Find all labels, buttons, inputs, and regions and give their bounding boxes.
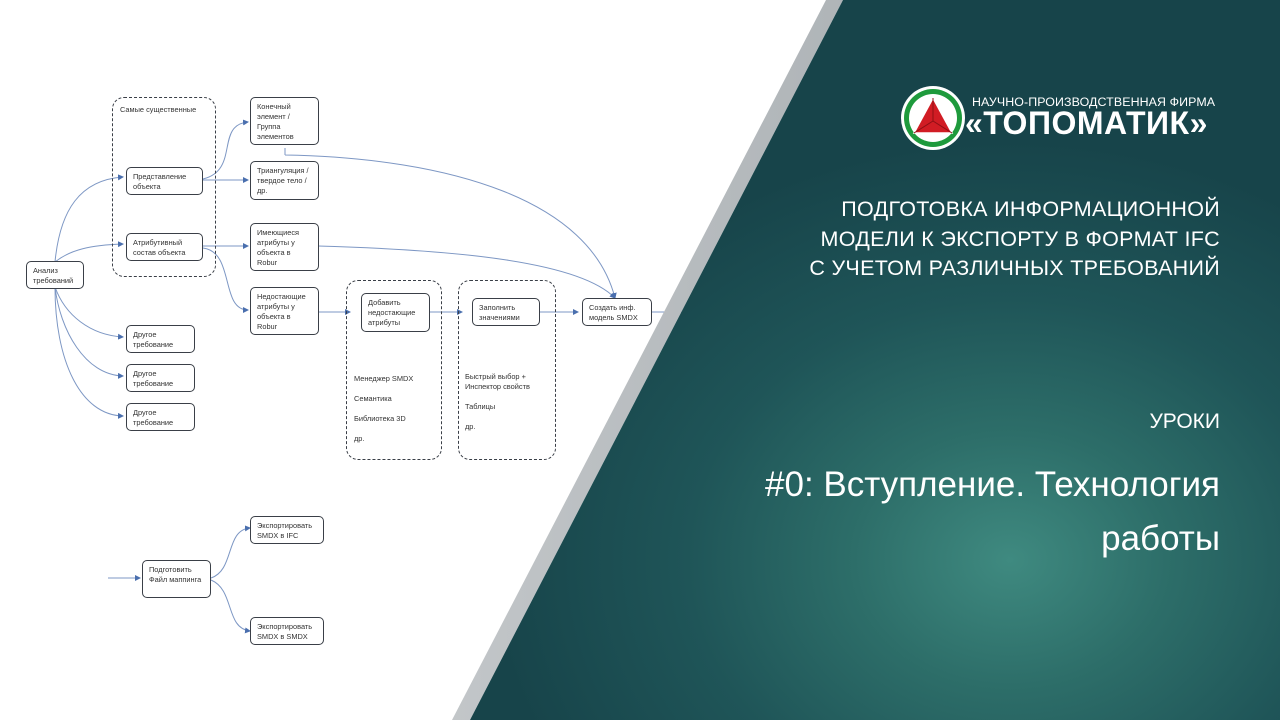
add-tools-group [346,280,442,460]
brand-name: «ТОПОМАТИК» [965,105,1208,141]
node-final-element: Конечный элемент / Группа элементов [250,97,319,145]
node-analysis: Анализ требований [26,261,84,289]
node-other-requirement-2: Другое требование [126,364,195,392]
node-fill-values: Заполнить значениями [472,298,540,326]
fill-tools-list: Быстрый выбор + Инспектор свойств Таблиц… [465,372,530,431]
important-group-label: Самые существенные [120,105,197,114]
node-attributes: Атрибутивный состав объекта [126,233,203,261]
node-existing-attributes: Имеющиеся атрибуты у объекта в Robur [250,223,319,271]
fill-tools-group [458,280,556,460]
node-export-ifc: Экспортировать SMDX в IFC [250,516,324,544]
add-tools-list: Менеджер SMDX Семантика Библиотека 3D др… [354,374,414,443]
important-group: Самые существенные [112,97,216,277]
node-prepare-mapping: Подготовить Файл маппинга [142,560,211,598]
node-create-model: Создать инф. модель SMDX [582,298,652,326]
topomatic-logo-icon [901,86,965,150]
lesson-title: #0: Вступление. Технология работы [765,465,1220,558]
node-export-smdx: Экспортировать SMDX в SMDX [250,617,324,645]
node-add-missing-attributes: Добавить недостающие атрибуты [361,293,430,332]
course-headline: ПОДГОТОВКА ИНФОРМАЦИОННОЙ МОДЕЛИ К ЭКСПО… [809,197,1220,280]
node-representation: Представление объекта [126,167,203,195]
section-label: УРОКИ [1149,410,1220,433]
node-other-requirement-1: Другое требование [126,325,195,353]
node-other-requirement-3: Другое требование [126,403,195,431]
node-missing-attributes: Недостающие атрибуты у объекта в Robur [250,287,319,335]
node-triangulation: Триангуляция / твердое тело / др. [250,161,319,200]
brand-subtitle: НАУЧНО-ПРОИЗВОДСТВЕННАЯ ФИРМА [972,95,1216,109]
